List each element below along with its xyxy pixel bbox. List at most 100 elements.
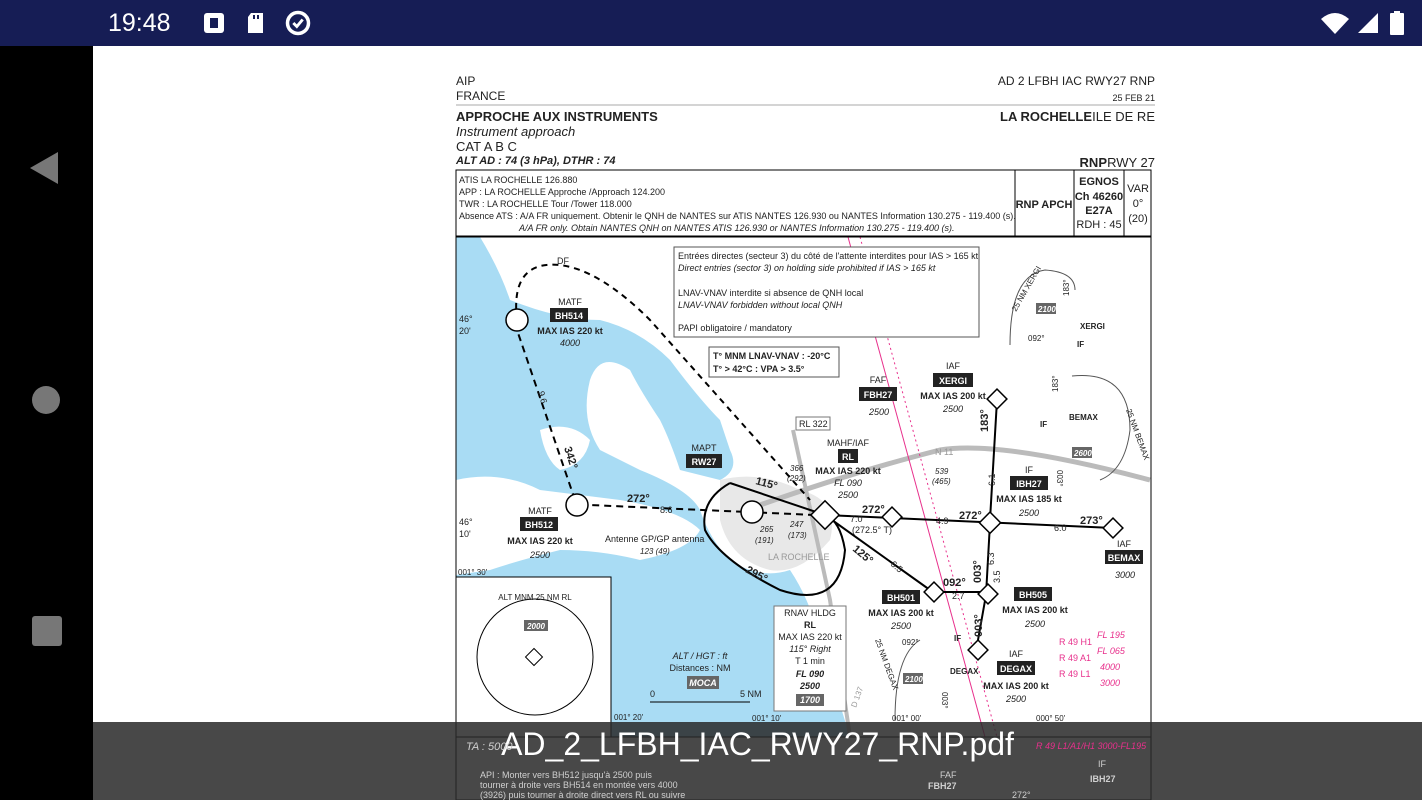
sync-icon — [285, 10, 311, 36]
note-lnav-fr: LNAV-VNAV interdite si absence de QNH lo… — [678, 288, 863, 298]
course-label: 092° — [1028, 334, 1045, 343]
xergi-role: IAF — [946, 361, 961, 371]
title-fr: APPROCHE AUX INSTRUMENTS — [456, 109, 658, 124]
scale-zero: 0 — [650, 689, 655, 699]
if-label: IF — [1040, 420, 1047, 429]
app: APP : LA ROCHELLE Approche /Approach 124… — [459, 187, 665, 197]
bemax-alt: 3000 — [1115, 570, 1135, 580]
bh514-ias: MAX IAS 220 kt — [537, 326, 603, 336]
course-label: 272° — [862, 504, 885, 516]
if-label: IF — [954, 634, 961, 643]
absence-en: A/A FR only. Obtain NANTES QNH on NANTES… — [518, 223, 955, 233]
home-icon[interactable] — [32, 386, 60, 414]
fbh27-name: FBH27 — [864, 390, 893, 400]
rl-alt: 2500 — [837, 490, 858, 500]
hold-fl: FL 090 — [796, 669, 824, 679]
antenna-height: 123 (49) — [640, 547, 670, 556]
if-label: IF — [1077, 340, 1084, 349]
airport-name: LA ROCHELLE — [1000, 109, 1092, 124]
alt-ad: ALT AD : 74 (3 hPa), DTHR : 74 — [455, 155, 616, 167]
obstacle-elev: 265 — [759, 525, 774, 534]
filename: AD_2_LFBH_IAC_RWY27_RNP.pdf — [501, 726, 1014, 762]
status-bar: 19:48 — [0, 0, 1422, 46]
restricted-area: R 49 A1 — [1059, 653, 1091, 663]
back-icon[interactable] — [30, 152, 60, 184]
var-label: VAR — [1127, 183, 1149, 195]
obstacle-hgt: (292) — [787, 474, 806, 483]
road-label: N 11 — [935, 447, 953, 457]
lon-label: 000° 50' — [1036, 714, 1066, 723]
temp-min: T° MNM LNAV-VNAV : -20°C — [713, 351, 831, 361]
bh501-alt: 2500 — [890, 621, 911, 631]
lon-label: 001° 00' — [892, 714, 922, 723]
course-label: 183° — [979, 409, 991, 432]
obstacle-elev: 539 — [935, 467, 949, 476]
degax-alt: 2500 — [1005, 694, 1026, 704]
approach-chart: AIP FRANCE AD 2 LFBH IAC RWY27 RNP 25 FE… — [455, 74, 1155, 800]
distance-label: 7.0 — [850, 514, 863, 524]
df-label: DF — [557, 256, 569, 266]
distance-label: 9.6 — [536, 390, 549, 405]
chart-ref: AD 2 LFBH IAC RWY27 RNP — [998, 74, 1155, 88]
units-alt: ALT / HGT : ft — [672, 651, 728, 661]
bemax-role: IAF — [1117, 539, 1132, 549]
temp-max: T° > 42°C : VPA > 3.5° — [713, 364, 805, 374]
town-label: LA ROCHELLE — [768, 552, 830, 562]
antenna-label: Antenne GP/GP antenna — [605, 534, 704, 544]
var-year: (20) — [1128, 213, 1148, 225]
course-label: 272° — [959, 510, 982, 522]
absence-fr: Absence ATS : A/A FR uniquement. Obtenir… — [459, 211, 1016, 221]
rl-role: MAHF/IAF — [827, 438, 870, 448]
lat-label: 46° — [459, 314, 473, 324]
pdf-page-view[interactable]: AIP FRANCE AD 2 LFBH IAC RWY27 RNP 25 FE… — [93, 46, 1422, 800]
hold-ias: MAX IAS 220 kt — [778, 632, 842, 642]
rl-ias: MAX IAS 220 kt — [815, 466, 881, 476]
obstacle-elev: 247 — [789, 520, 804, 529]
bh514-name: BH514 — [555, 311, 583, 321]
obstacle-hgt: (173) — [788, 531, 807, 540]
egnos-id: E27A — [1085, 205, 1113, 217]
lat-label: 46° — [459, 517, 473, 527]
taa-xergi-alt: 2100 — [1037, 305, 1056, 314]
taa-degax-alt: 2100 — [904, 675, 923, 684]
airport-sub: ILE DE RE — [1092, 109, 1155, 124]
bh512-alt: 2500 — [529, 550, 550, 560]
egnos-channel: Ch 46260 — [1075, 191, 1123, 203]
battery-icon — [1390, 11, 1404, 35]
bh505-name: BH505 — [1019, 590, 1047, 600]
restricted-alt: 3000 — [1100, 678, 1120, 688]
distance-label: 3.5 — [992, 570, 1002, 583]
lon-label: 001° 30' — [458, 568, 488, 577]
bh512-role: MATF — [528, 506, 552, 516]
clock: 19:48 — [108, 9, 171, 37]
restricted-alt: 4000 — [1100, 662, 1120, 672]
aip-label: AIP — [456, 74, 475, 88]
rl322-label: RL 322 — [799, 419, 828, 429]
hold-direction: 115° Right — [789, 644, 831, 654]
bemax-name: BEMAX — [1108, 553, 1141, 563]
rw27-name: RW27 — [692, 457, 717, 467]
restricted-area: R 49 H1 — [1059, 637, 1092, 647]
procedure-rwy: RWY 27 — [1107, 155, 1155, 170]
distance-label: 6.3 — [986, 552, 996, 565]
hold-fix: RL — [804, 620, 816, 630]
category: CAT A B C — [456, 139, 517, 154]
lon-label: 001° 20' — [614, 713, 644, 722]
navigation-bar — [0, 46, 93, 800]
bemax-fix-label: BEMAX — [1069, 413, 1099, 422]
hold-alt: 2500 — [799, 681, 820, 691]
course-label: 273° — [1080, 515, 1103, 527]
course-label: 092° — [943, 577, 966, 589]
distance-label: 6.0 — [1054, 523, 1067, 533]
recents-icon[interactable] — [32, 616, 62, 646]
distance-label: 2.7 — [952, 591, 965, 601]
restricted-area: R 49 L1 — [1059, 669, 1091, 679]
course-label: 003° — [972, 560, 984, 583]
rnp-apch: RNP APCH — [1016, 199, 1073, 211]
bh505-ias: MAX IAS 200 kt — [1002, 605, 1068, 615]
units-dist: Distances : NM — [669, 663, 730, 673]
note-lnav-en: LNAV-VNAV forbidden without local QNH — [678, 300, 843, 310]
egnos: EGNOS — [1079, 176, 1119, 188]
course-label: 183° — [1062, 279, 1071, 296]
lon-label: 001° 10' — [752, 714, 782, 723]
